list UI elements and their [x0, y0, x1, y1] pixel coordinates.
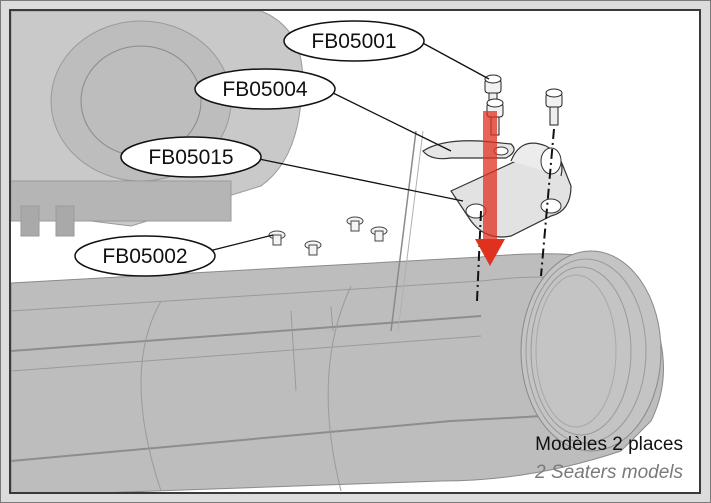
svg-text:FB05002: FB05002 — [102, 245, 187, 268]
hull-tube — [11, 250, 664, 492]
svg-text:FB05004: FB05004 — [222, 78, 308, 101]
bolts-fb05001 — [484, 74, 563, 136]
insertion-arrow — [475, 111, 505, 266]
leader-lines — [208, 40, 490, 252]
caption-english: 2 Seaters models — [535, 462, 683, 483]
diagram-panel: FB05001 FB05004 FB05015 FB05002 Modèles … — [9, 9, 701, 494]
svg-text:FB05015: FB05015 — [148, 146, 233, 169]
label-fb05015: FB05015 — [120, 136, 262, 178]
label-fb05001: FB05001 — [283, 20, 425, 62]
assembly-axis-lines — [476, 128, 555, 302]
rod-line — [390, 130, 417, 332]
label-fb05004: FB05004 — [194, 68, 336, 110]
engine-silhouette — [11, 11, 304, 237]
assembly-diagram: FB05001 FB05004 FB05015 FB05002 — [11, 11, 664, 492]
label-fb05002: FB05002 — [74, 235, 216, 277]
bolts-fb05002 — [268, 216, 388, 256]
caption-french: Modèles 2 places — [535, 434, 683, 455]
svg-text:FB05001: FB05001 — [311, 30, 396, 53]
